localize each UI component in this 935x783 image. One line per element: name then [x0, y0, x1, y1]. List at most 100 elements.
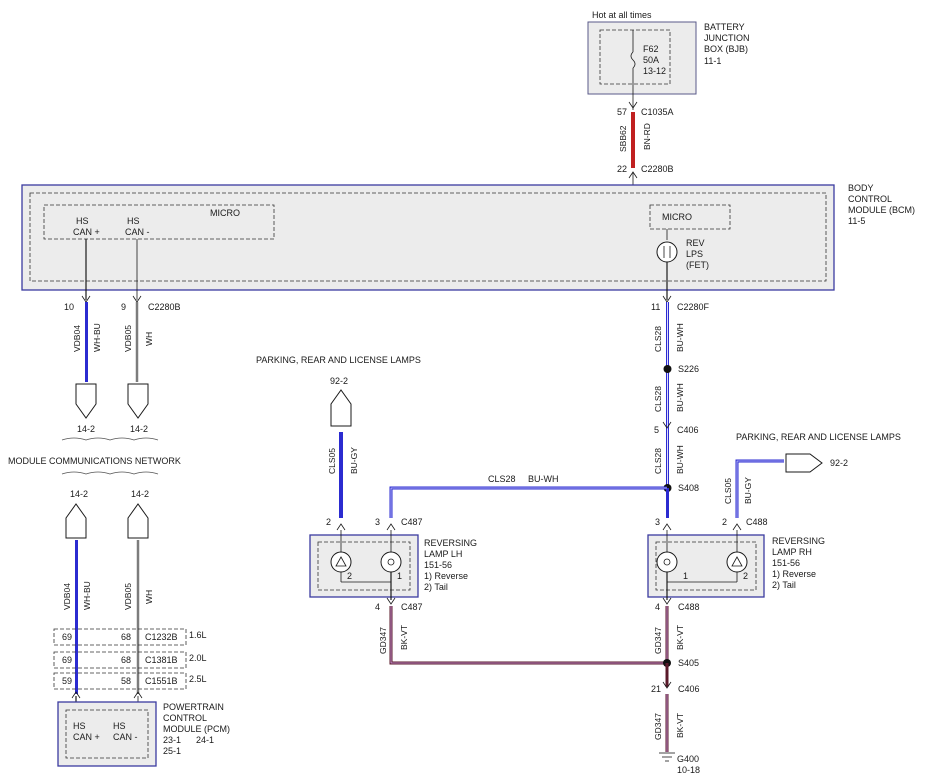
tail-bulb-icon: [330, 551, 352, 573]
reverse-bulb-icon: [656, 551, 678, 573]
row-1-pin-plus: 69: [62, 632, 72, 642]
rev-lps-line-1: REV: [686, 238, 705, 248]
output-connector: C2280F: [677, 302, 710, 312]
right-tail-circuit: CLS05: [723, 478, 733, 504]
page-ref-arrow-icon: [330, 389, 352, 427]
output-connector-2: C406: [677, 425, 699, 435]
bcm-can-pin-plus: 10: [64, 302, 74, 312]
bcm-box: [21, 184, 835, 291]
pcm-can-plus-blue-wire: [75, 540, 78, 694]
splice-s226: S226: [678, 364, 699, 374]
bjb-inner-dash: [599, 29, 671, 85]
connector-chevron-icon: [662, 421, 672, 429]
row-3-connector: C1551B: [145, 676, 178, 686]
output-color-3: BU-WH: [675, 445, 685, 474]
row-1-engine: 1.6L: [189, 630, 207, 640]
bjb-title-1: BATTERY: [704, 22, 745, 32]
row-2-pin-plus: 69: [62, 655, 72, 665]
bcm-title-3: MODULE (BCM): [848, 205, 915, 215]
right-lamp-note-1: 1) Reverse: [772, 569, 816, 579]
bcm-can-circuit-plus: VDB04: [72, 325, 82, 352]
left-reversing-lamp-group: PARKING, REAR AND LICENSE LAMPS 92-2 CLS…: [256, 355, 667, 665]
fuse-icon: [630, 51, 636, 69]
right-inner-pin-1: 1: [683, 571, 688, 581]
output-circuit-3: CLS28: [653, 448, 663, 474]
pcm-can-ref-minus: 14-2: [131, 489, 149, 499]
left-connector: C487: [401, 517, 423, 527]
right-reversing-lamp-group: PARKING, REAR AND LICENSE LAMPS 92-2 CLS…: [647, 432, 901, 663]
right-tail-color: BU-GY: [743, 477, 753, 504]
fuse-id: F62: [643, 44, 659, 54]
connector-chevron-icon: [662, 597, 672, 605]
right-pin-a: 3: [655, 517, 660, 527]
row-1-connector: C1232B: [145, 632, 178, 642]
ground-color-label: BK-VT: [675, 713, 685, 738]
left-tail-circuit: CLS05: [327, 448, 337, 474]
network-label: MODULE COMMUNICATIONS NETWORK: [8, 456, 181, 466]
left-lamp-note-1: 1) Reverse: [424, 571, 468, 581]
fuse-rating: 50A: [643, 55, 659, 65]
right-lamp-title-2: LAMP RH: [772, 547, 812, 557]
left-ground-pin: 4: [375, 602, 380, 612]
left-lamp-ref: 151-56: [424, 560, 452, 570]
pcm-can-wires: 14-2 14-2 VDB04 WH-BU VDB05 WH 69 68 C12…: [53, 489, 207, 720]
ground-point: G400: [677, 754, 699, 764]
ground-connector: C406: [678, 684, 700, 694]
connector-chevron-icon: [386, 597, 396, 605]
left-inner-pin-1: 1: [397, 571, 402, 581]
bcm-title-2: CONTROL: [848, 194, 892, 204]
bcm-inner-dash: [29, 192, 827, 282]
right-ground-color: BK-VT: [675, 625, 685, 650]
right-lamp-inner-dash: [655, 541, 757, 591]
bcm-can-ref-minus: 14-2: [130, 424, 148, 434]
right-ground-connector: C488: [678, 602, 700, 612]
bjb-page-ref: 11-1: [704, 56, 721, 66]
pcm-connector-row-2: [53, 651, 187, 669]
bjb-title-2: JUNCTION: [704, 33, 750, 43]
bcm-can-wires: 10 9 C2280B VDB04 WH-BU VDB05 WH 14-2 14…: [8, 295, 181, 475]
page-ref-arrow-icon: [65, 503, 87, 539]
bcm-can-circuit-minus: VDB05: [123, 325, 133, 352]
body-control-module: BODY CONTROL MODULE (BCM) 11-5 MICRO HS …: [21, 183, 915, 300]
bcm-micro-right-label: MICRO: [662, 212, 692, 222]
ground-circuit-label: GD347: [653, 713, 663, 740]
bjb-title-3: BOX (BJB): [704, 44, 748, 54]
left-tail-color: BU-GY: [349, 447, 359, 474]
bcm-page-ref: 11-5: [848, 216, 865, 226]
right-lamps-title: PARKING, REAR AND LICENSE LAMPS: [736, 432, 901, 442]
cross-color: BU-WH: [528, 474, 559, 484]
splice-s226-dot: [663, 365, 672, 373]
left-lamp-note-2: 2) Tail: [424, 582, 448, 592]
output-circuit-1: CLS28: [653, 326, 663, 352]
bjb-box: [587, 21, 697, 95]
bcm-can-connector: C2280B: [148, 302, 181, 312]
connector-chevron-icon: [336, 523, 346, 531]
left-ground-circuit: GD347: [378, 627, 388, 654]
output-color-2: BU-WH: [675, 383, 685, 412]
feed-circuit: SBB62: [618, 125, 628, 152]
ground-pin: 21: [651, 684, 661, 694]
bcm-title-1: BODY: [848, 183, 874, 193]
right-connector: C488: [746, 517, 768, 527]
connector-chevron-icon: [662, 681, 672, 689]
left-pin-a: 2: [326, 517, 331, 527]
battery-junction-box: Hot at all times BATTERY JUNCTION BOX (B…: [587, 10, 750, 110]
left-lamp-title-2: LAMP LH: [424, 549, 462, 559]
pcm-box: [57, 701, 157, 767]
rev-lps-line-2: LPS: [686, 249, 703, 259]
ground-ref: 10-18: [677, 765, 700, 775]
can-plus-blue-wire: [85, 302, 88, 382]
rev-lps-line-3: (FET): [686, 260, 709, 270]
row-3-pin-plus: 59: [62, 676, 72, 686]
output-color-1: BU-WH: [675, 323, 685, 352]
bcm-can-color-minus: WH: [144, 332, 154, 346]
reverse-bulb-icon: [380, 551, 402, 573]
pcm-inner-dash: [65, 709, 149, 759]
left-lamp-box: [309, 534, 419, 598]
left-ground-color: BK-VT: [399, 625, 409, 650]
row-2-pin-minus: 68: [121, 655, 131, 665]
feed-pin-bottom: 22: [617, 164, 627, 174]
reverse-output-wire: 11 C2280F CLS28 BU-WH S226 CLS28 BU-WH 5…: [389, 295, 710, 518]
pcm-can-circuit-plus: VDB04: [62, 583, 72, 610]
